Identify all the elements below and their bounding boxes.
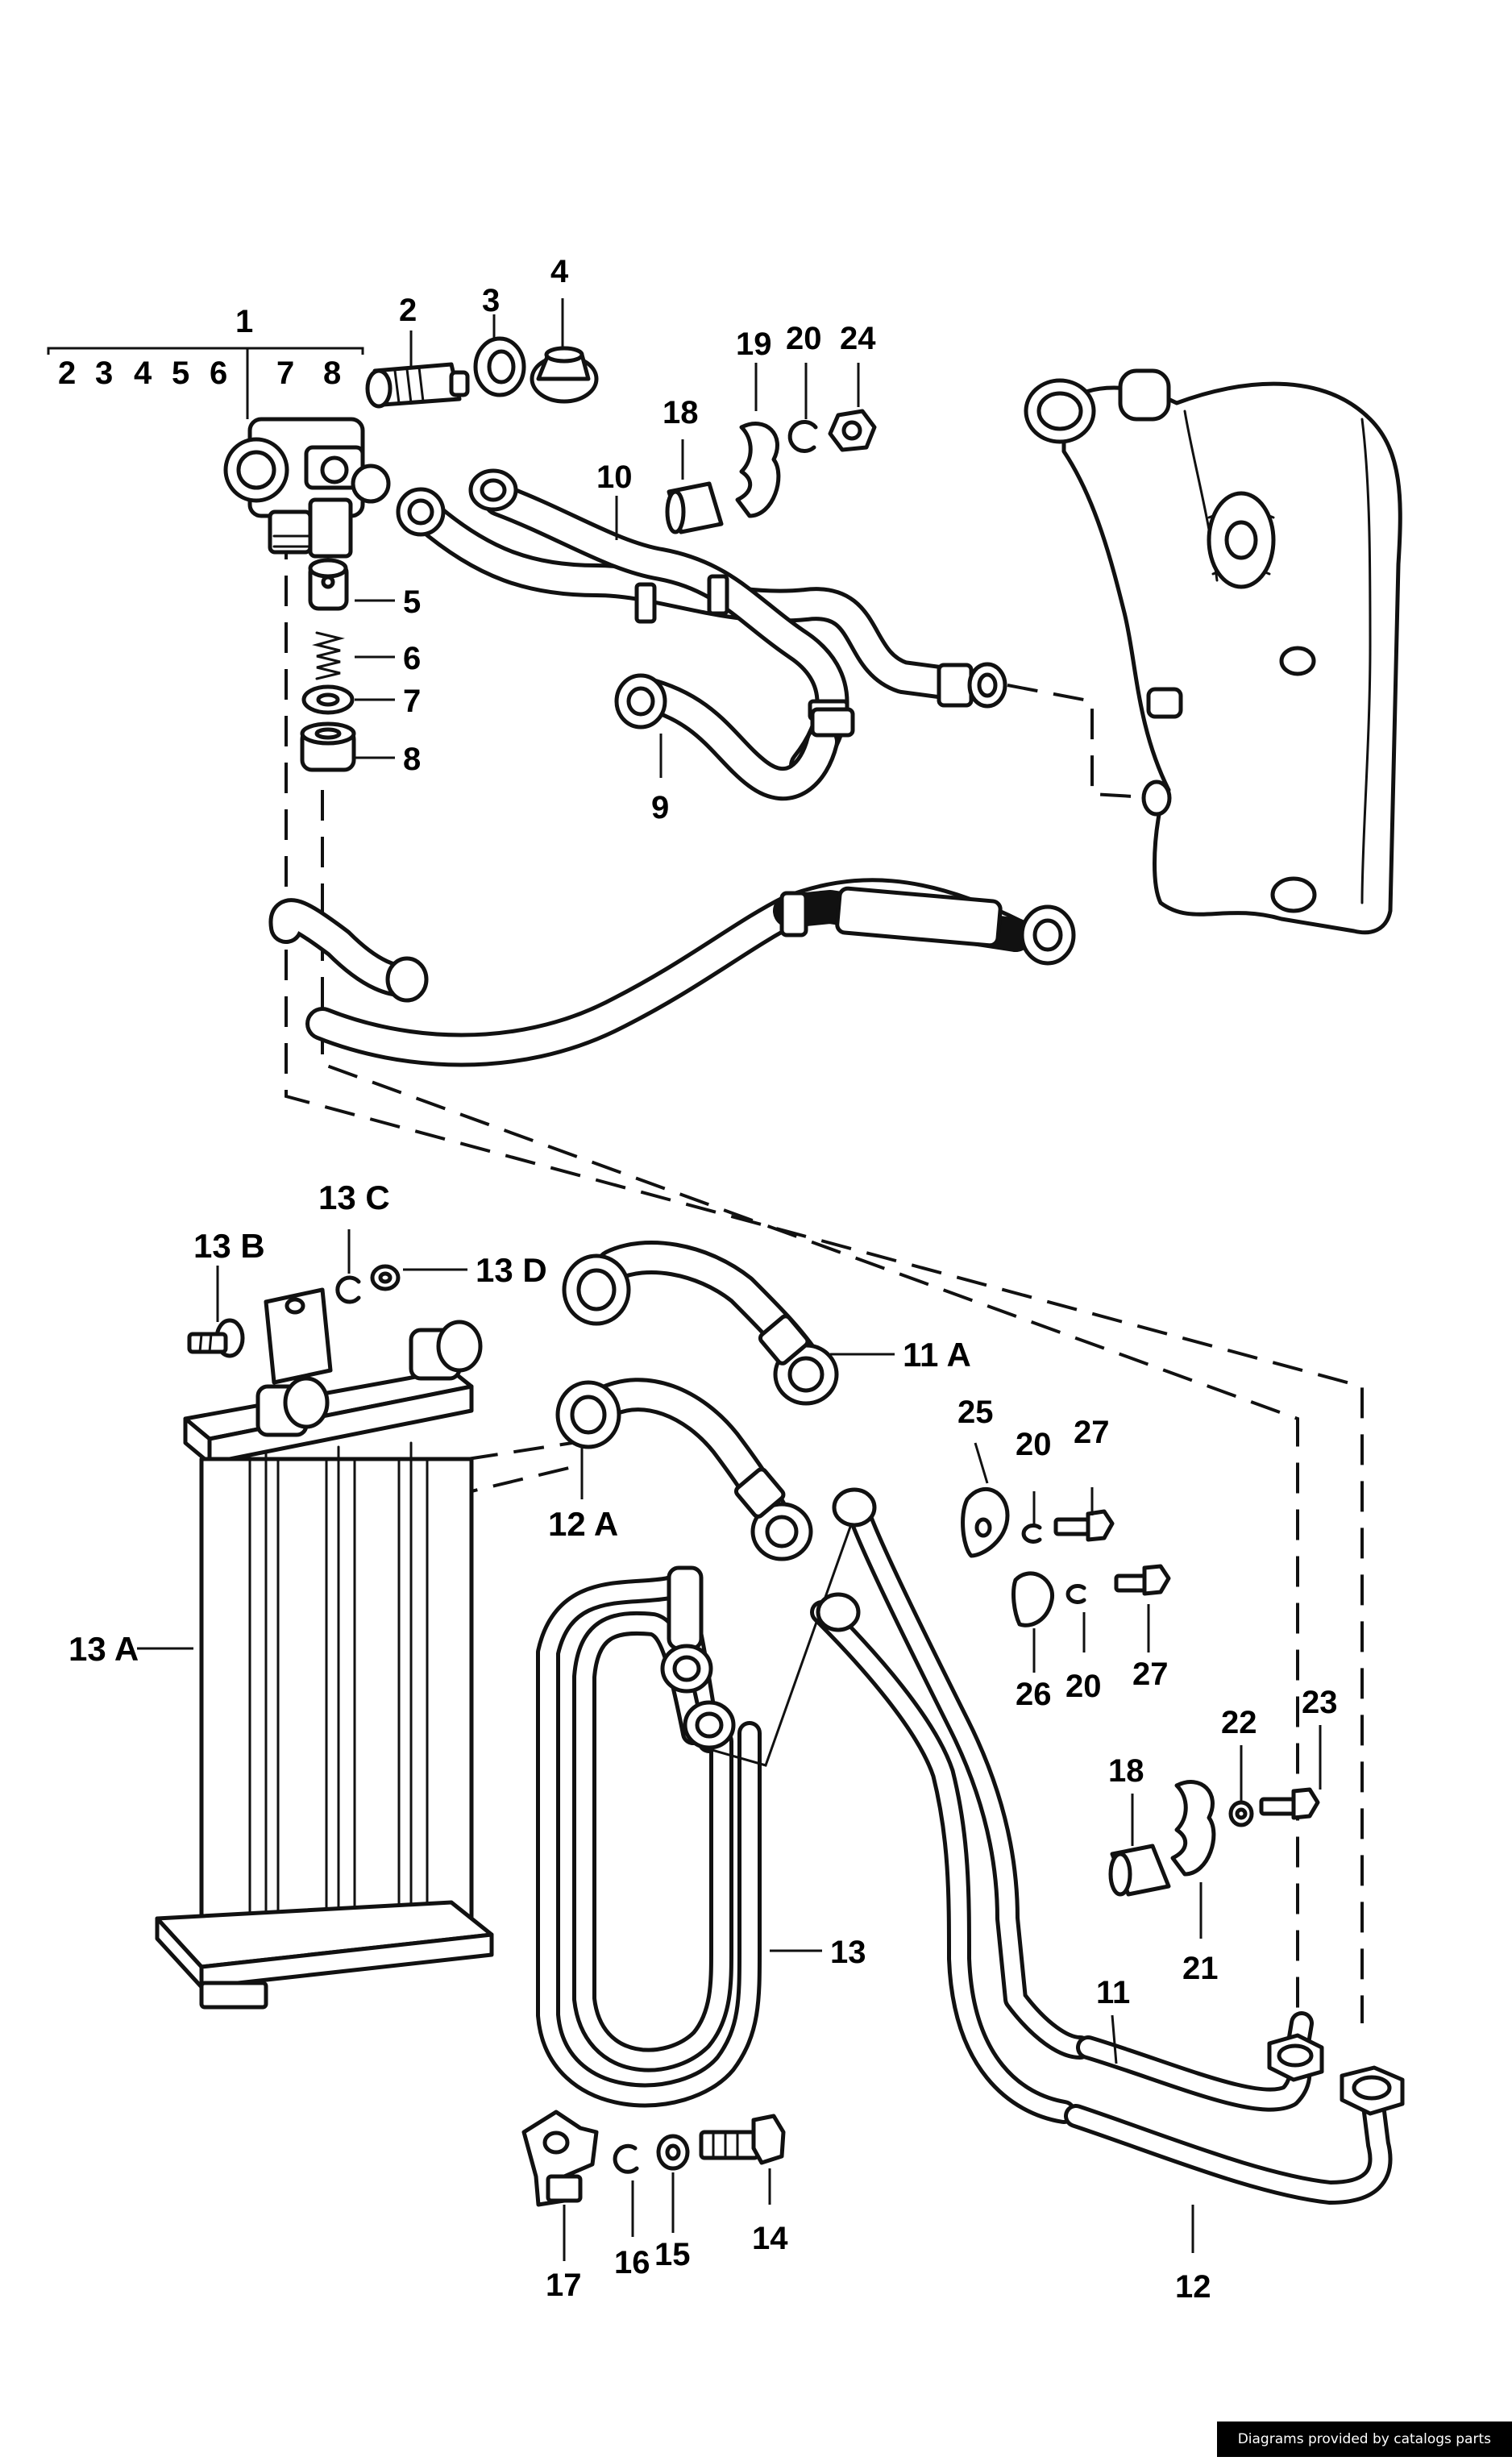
oil-hose-upper <box>396 468 1007 783</box>
label-part-25: 25 <box>957 1395 994 1430</box>
label-sub-2: 2 <box>58 355 76 391</box>
label-part-12: 12 <box>1175 2269 1211 2305</box>
oil-hose-long <box>268 878 1076 1067</box>
hex-nut-top <box>828 409 877 452</box>
label-part-13: 13 <box>830 1935 866 1970</box>
watermark-credit: Diagrams provided by catalogs parts <box>1216 2422 1512 2457</box>
label-part-20-top: 20 <box>786 321 822 356</box>
label-part-11a: 11 A <box>903 1336 971 1374</box>
washer-22 <box>1228 1800 1254 1827</box>
oil-tank <box>1024 368 1402 935</box>
hex-nut-cooler <box>370 1264 401 1291</box>
label-part-14: 14 <box>752 2221 788 2256</box>
oil-cooler <box>155 1287 494 2010</box>
label-part-22: 22 <box>1221 1705 1257 1740</box>
label-sub-6: 6 <box>210 355 227 391</box>
label-part-2: 2 <box>399 293 417 328</box>
label-part-4: 4 <box>550 254 569 289</box>
spring-washer-20b <box>1021 1524 1042 1544</box>
oil-line-loop <box>536 1515 856 2108</box>
label-part-20-low: 20 <box>1065 1669 1102 1704</box>
label-part-18-low: 18 <box>1108 1753 1144 1789</box>
pipe-clip-25 <box>961 1487 1010 1558</box>
hex-screw-27b <box>1114 1564 1171 1596</box>
hex-screw-27a <box>1053 1509 1115 1542</box>
label-part-27-low: 27 <box>1132 1657 1169 1692</box>
spring-washer-16 <box>613 2143 639 2174</box>
label-part-12a: 12 A <box>548 1505 618 1543</box>
pipe-clamp-17 <box>521 2110 599 2207</box>
oil-hose-short <box>614 673 855 801</box>
thermostat-spring <box>312 631 345 680</box>
label-part-19: 19 <box>736 326 772 362</box>
hose-clamp-21 <box>1170 1780 1216 1877</box>
label-part-6: 6 <box>403 641 421 676</box>
oil-thermostat-housing <box>223 417 391 559</box>
hex-bolt-14 <box>699 2114 786 2165</box>
label-part-15: 15 <box>654 2237 691 2272</box>
label-sub-8: 8 <box>323 355 341 391</box>
label-part-7: 7 <box>403 684 421 719</box>
sealing-washer <box>301 684 355 715</box>
label-part-10: 10 <box>596 459 633 495</box>
rubber-bushing-bottom <box>1108 1844 1171 1897</box>
label-part-8: 8 <box>403 742 421 777</box>
spring-washer-top <box>787 420 818 453</box>
thermostat-piston <box>308 558 349 611</box>
label-part-5: 5 <box>403 584 421 620</box>
cooler-hose-11a <box>562 1241 839 1406</box>
label-part-11: 11 <box>1096 1975 1130 2010</box>
label-part-27-top: 27 <box>1074 1415 1110 1450</box>
label-part-20-mid: 20 <box>1016 1427 1052 1462</box>
label-part-13b: 13 B <box>193 1227 265 1265</box>
label-sub-3: 3 <box>95 355 113 391</box>
cooler-hose-12a <box>555 1378 813 1561</box>
label-sub-5: 5 <box>172 355 189 391</box>
spring-washer-cooler <box>335 1275 361 1304</box>
plug-screw <box>300 721 356 772</box>
pipe-clip-26 <box>1011 1571 1054 1628</box>
rubber-bushing-top <box>665 481 724 534</box>
label-sub-7: 7 <box>276 355 294 391</box>
label-sub-4: 4 <box>134 355 152 391</box>
label-part-26: 26 <box>1016 1677 1052 1712</box>
label-part-1: 1 <box>235 304 253 339</box>
label-part-16: 16 <box>614 2245 650 2280</box>
hose-clamp-top <box>735 422 781 518</box>
hex-screw-23 <box>1259 1787 1320 1820</box>
label-part-13d: 13 D <box>476 1251 547 1289</box>
label-part-23: 23 <box>1302 1685 1338 1720</box>
spring-washer-20c <box>1065 1584 1086 1604</box>
label-part-24: 24 <box>840 321 876 356</box>
label-part-9: 9 <box>651 790 669 825</box>
leader-lines <box>47 298 1322 2261</box>
union-fitting <box>365 362 470 409</box>
mounting-stud <box>187 1318 245 1358</box>
label-part-13c: 13 C <box>318 1179 390 1216</box>
label-part-18-top: 18 <box>663 395 699 430</box>
label-part-3: 3 <box>482 283 500 318</box>
label-part-17: 17 <box>546 2268 582 2303</box>
part-labels: 1 2 3 4 5 6 7 8 2 3 4 18 19 20 24 10 5 6… <box>58 254 1338 2305</box>
label-part-13a: 13 A <box>69 1630 139 1668</box>
sealing-plug <box>530 346 599 404</box>
oil-lines-11-12 <box>810 1487 1405 2205</box>
gasket-ring <box>473 336 526 397</box>
washer-15 <box>656 2134 690 2171</box>
label-part-21: 21 <box>1182 1951 1219 1986</box>
